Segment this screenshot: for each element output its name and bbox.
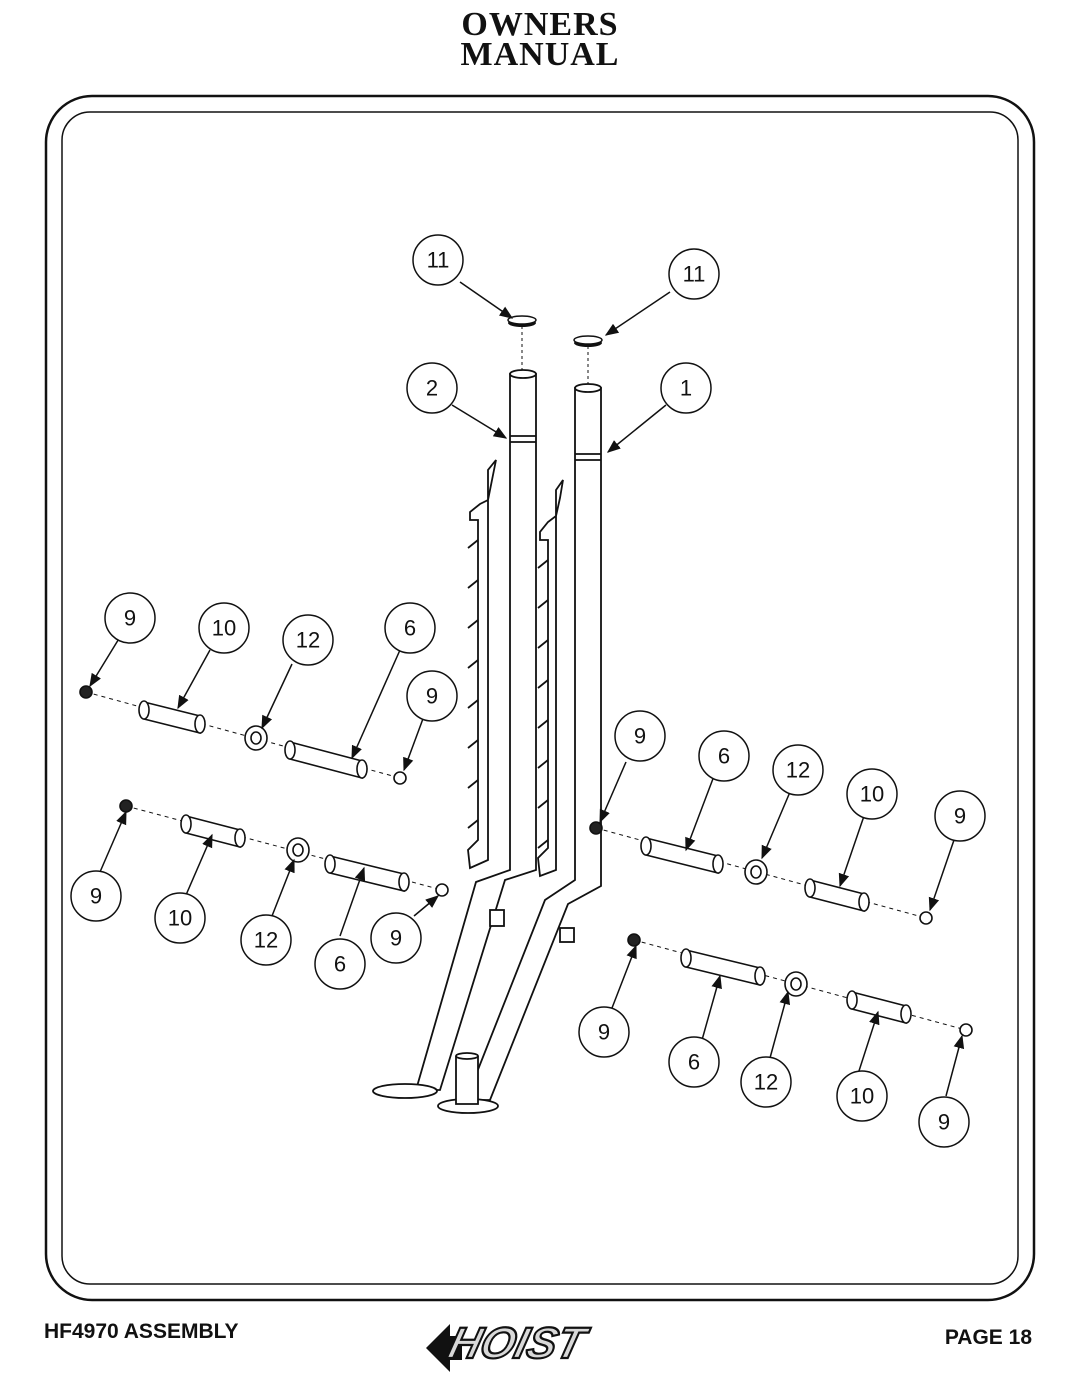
upright-right [437, 383, 602, 1114]
svg-text:11: 11 [683, 262, 706, 287]
svg-text:9: 9 [598, 1020, 610, 1045]
svg-text:10: 10 [168, 906, 192, 931]
callout-9: 9 [406, 670, 458, 722]
svg-text:2: 2 [426, 376, 438, 401]
svg-text:10: 10 [212, 616, 236, 641]
cap-guides [521, 326, 589, 384]
hoist-logo: HOIST [426, 1318, 595, 1372]
callout-12: 12 [240, 914, 292, 966]
page-number: PAGE 18 [944, 1326, 1032, 1349]
svg-text:12: 12 [786, 758, 810, 783]
callout-1: 1 [660, 362, 712, 414]
logo-text: HOIST [444, 1320, 594, 1368]
callout-9: 9 [70, 870, 122, 922]
upright-left [372, 369, 537, 1099]
title-line-2: MANUAL [460, 36, 620, 73]
svg-text:12: 12 [754, 1070, 778, 1095]
callout-6: 6 [314, 938, 366, 990]
svg-text:6: 6 [334, 952, 346, 977]
callout-10: 10 [846, 768, 898, 820]
callout-6: 6 [668, 1036, 720, 1088]
svg-text:6: 6 [404, 616, 416, 641]
callout-11-left: 11 [412, 234, 464, 286]
svg-text:6: 6 [718, 744, 730, 769]
page-frame [44, 94, 1036, 1302]
callout-12: 12 [740, 1056, 792, 1108]
callout-9: 9 [934, 790, 986, 842]
svg-text:9: 9 [634, 724, 646, 749]
svg-text:9: 9 [124, 606, 136, 631]
callout-6: 6 [384, 602, 436, 654]
end-cap-left [507, 315, 537, 327]
callout-6: 6 [698, 730, 750, 782]
row-1-parts [79, 685, 407, 785]
end-cap-right [573, 335, 603, 347]
row-3-parts [589, 821, 933, 925]
svg-text:10: 10 [860, 782, 884, 807]
leader-arrows [89, 281, 965, 1097]
callout-12: 12 [282, 614, 334, 666]
svg-text:12: 12 [254, 928, 278, 953]
callout-12: 12 [772, 744, 824, 796]
assembly-label: HF4970 ASSEMBLY [44, 1320, 239, 1343]
row-2-parts [119, 799, 449, 897]
svg-text:10: 10 [850, 1084, 874, 1109]
svg-text:9: 9 [390, 926, 402, 951]
svg-text:9: 9 [938, 1110, 950, 1135]
svg-text:6: 6 [688, 1050, 700, 1075]
svg-text:1: 1 [680, 376, 692, 401]
svg-text:9: 9 [426, 684, 438, 709]
row-4-parts [627, 933, 973, 1037]
callout-10: 10 [198, 602, 250, 654]
svg-text:12: 12 [296, 628, 320, 653]
callout-10: 10 [154, 892, 206, 944]
callout-2: 2 [406, 362, 458, 414]
callout-9: 9 [614, 710, 666, 762]
callout-9: 9 [918, 1096, 970, 1148]
svg-text:9: 9 [954, 804, 966, 829]
callout-10: 10 [836, 1070, 888, 1122]
callout-9: 9 [578, 1006, 630, 1058]
manual-title: OWNERS MANUAL [0, 6, 1080, 73]
callout-11-right: 11 [668, 248, 720, 300]
svg-text:9: 9 [90, 884, 102, 909]
callout-9: 9 [104, 592, 156, 644]
callout-9: 9 [370, 912, 422, 964]
svg-text:11: 11 [427, 248, 450, 273]
title-line-1: OWNERS [461, 6, 619, 43]
